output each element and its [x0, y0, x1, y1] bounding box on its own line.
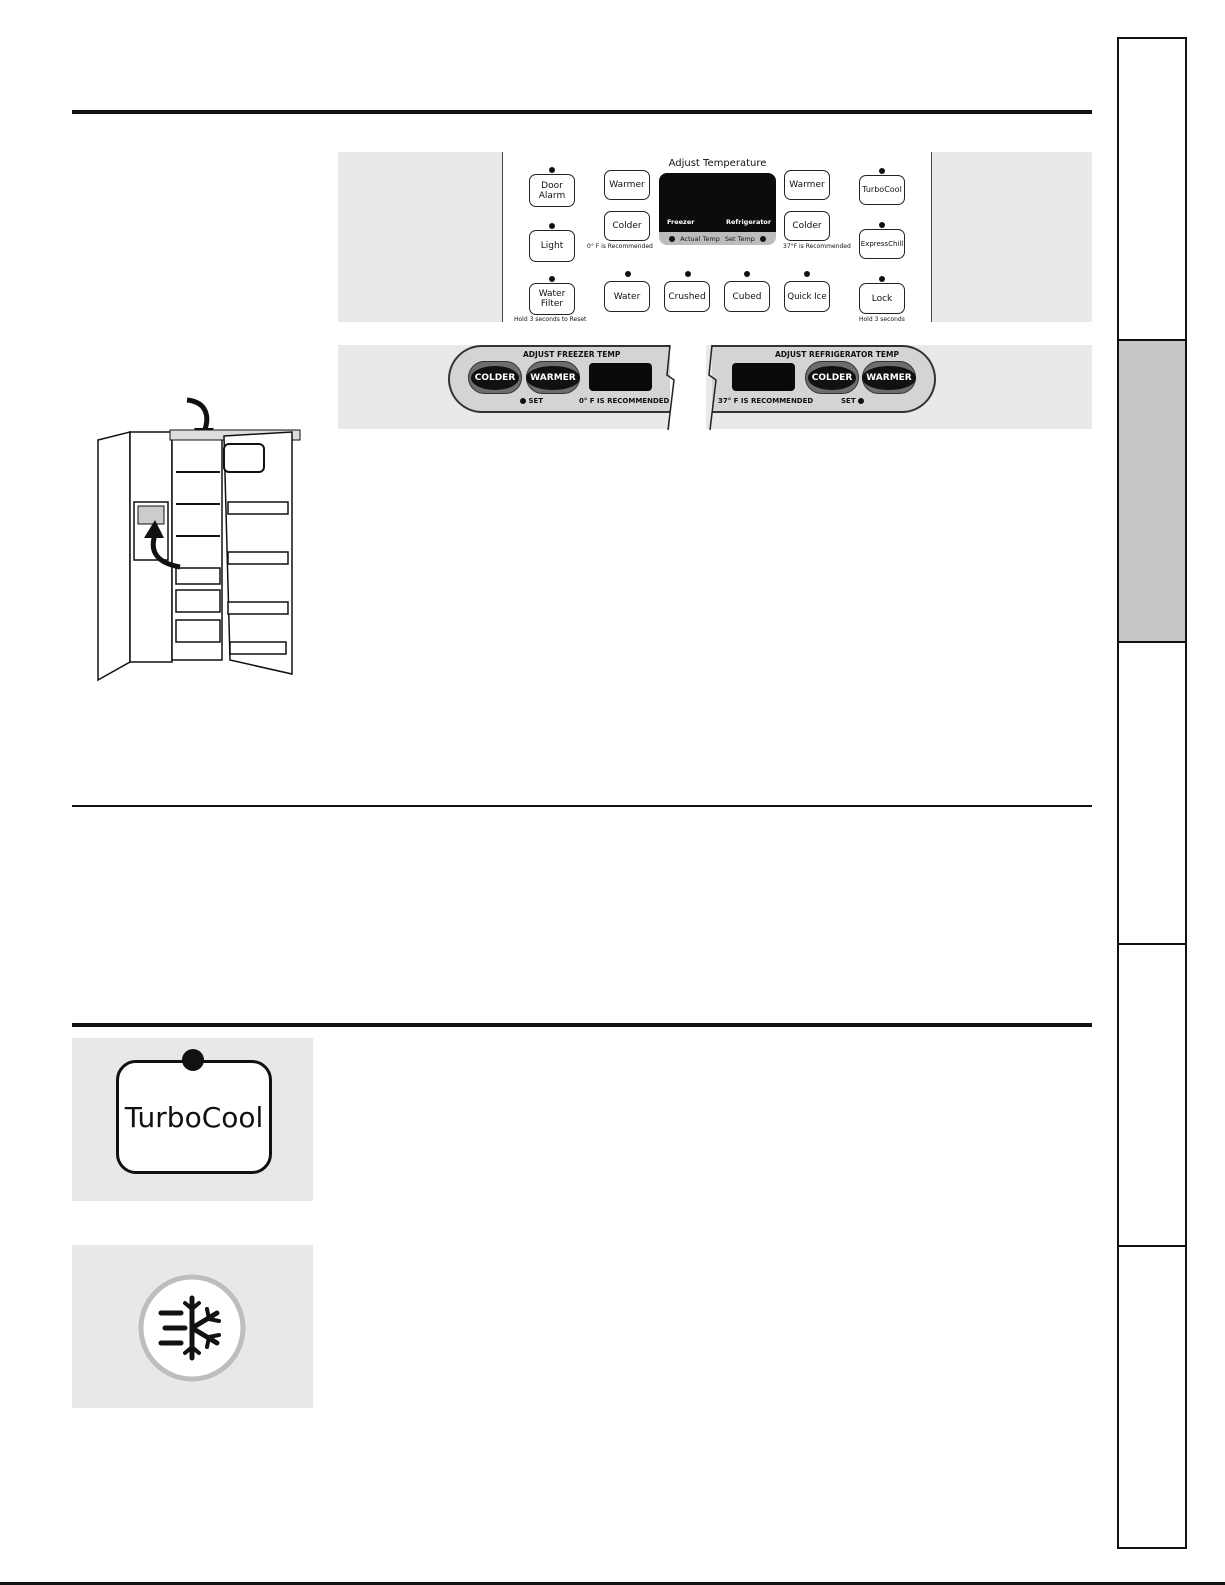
set-temp-label: Set Temp: [724, 234, 755, 243]
light-indicator: [549, 223, 555, 229]
fridge-colder-button[interactable]: Colder: [784, 211, 830, 241]
refrigerator-illustration: [97, 397, 301, 682]
expresschill-indicator: [879, 222, 885, 228]
light-button[interactable]: Light: [529, 230, 575, 262]
tab-section-5[interactable]: [1119, 1247, 1185, 1547]
display-freezer-label: Freezer: [667, 218, 695, 226]
expresschill-snowflake-icon: [138, 1274, 246, 1382]
freezer-control-title: ADJUST FREEZER TEMP: [523, 350, 621, 359]
section-rule-lower: [72, 1023, 1092, 1027]
freezer-colder-alt-label: COLDER: [470, 365, 520, 390]
section-tabs: [1117, 37, 1187, 1549]
freezer-warmer-alt-button[interactable]: WARMER: [526, 361, 580, 394]
cubed-indicator: [744, 271, 750, 277]
set-temp-dot: [759, 235, 766, 242]
expresschill-button[interactable]: ExpressChill: [859, 229, 905, 259]
page-bottom-rule: [0, 1582, 1225, 1585]
tab-section-1[interactable]: [1119, 39, 1185, 341]
freezer-set-text: SET: [528, 397, 544, 405]
display-refrigerator-label: Refrigerator: [726, 218, 772, 226]
fridge-alt-recommended: 37° F IS RECOMMENDED: [718, 397, 814, 405]
freezer-temp-display: [589, 363, 652, 391]
fridge-recommended-note: 37°F is Recommended: [783, 243, 851, 250]
lock-indicator: [879, 276, 885, 282]
section-rule-top: [72, 110, 1092, 114]
tab-section-4[interactable]: [1119, 945, 1185, 1247]
fridge-control-title: ADJUST REFRIGERATOR TEMP: [775, 350, 899, 359]
fridge-colder-alt-button[interactable]: COLDER: [805, 361, 859, 394]
display-legend: Actual Temp Set Temp: [659, 232, 776, 245]
turbocool-button[interactable]: TurboCool: [859, 175, 905, 205]
water-button[interactable]: Water: [604, 281, 650, 312]
turbocool-large-button: TurboCool: [116, 1060, 272, 1174]
fridge-set-text: SET: [841, 397, 856, 405]
fridge-set-label: SET: [841, 397, 865, 405]
lock-button[interactable]: Lock: [859, 283, 905, 314]
cubed-button[interactable]: Cubed: [724, 281, 770, 312]
freezer-colder-alt-button[interactable]: COLDER: [468, 361, 522, 394]
turbocool-large-indicator: [182, 1049, 204, 1071]
fridge-set-dot: [858, 398, 865, 404]
turbocool-illustration-card: TurboCool: [72, 1038, 313, 1201]
freezer-recommended-note: 0° F is Recommended: [587, 243, 653, 250]
fridge-warmer-button[interactable]: Warmer: [784, 170, 830, 200]
panel-break-marks: [666, 340, 717, 435]
freezer-colder-button[interactable]: Colder: [604, 211, 650, 241]
tab-section-2-active[interactable]: [1119, 341, 1185, 643]
water-filter-indicator: [549, 276, 555, 282]
quick-ice-button[interactable]: Quick Ice: [784, 281, 830, 312]
quick-ice-indicator: [804, 271, 810, 277]
freezer-set-dot: [520, 398, 526, 404]
fridge-warmer-alt-button[interactable]: WARMER: [862, 361, 916, 394]
lock-note: Hold 3 seconds: [859, 316, 905, 323]
turbocool-indicator: [879, 168, 885, 174]
freezer-warmer-button[interactable]: Warmer: [604, 170, 650, 200]
freezer-alt-recommended: 0° F IS RECOMMENDED: [579, 397, 670, 405]
door-alarm-indicator: [549, 167, 555, 173]
temperature-display: [659, 173, 776, 232]
water-indicator: [625, 271, 631, 277]
freezer-set-label: SET: [520, 397, 543, 405]
expresschill-illustration-card: [72, 1245, 313, 1408]
actual-temp-label: Actual Temp: [680, 234, 720, 243]
fridge-colder-alt-label: COLDER: [807, 365, 857, 390]
water-filter-button[interactable]: Water Filter: [529, 283, 575, 315]
crushed-indicator: [685, 271, 691, 277]
door-alarm-button[interactable]: Door Alarm: [529, 174, 575, 207]
tab-section-3[interactable]: [1119, 643, 1185, 945]
actual-temp-dot: [669, 235, 676, 242]
adjust-temperature-title: Adjust Temperature: [668, 158, 767, 169]
crushed-button[interactable]: Crushed: [664, 281, 710, 312]
freezer-warmer-alt-label: WARMER: [526, 365, 580, 390]
fridge-warmer-alt-label: WARMER: [862, 365, 916, 390]
water-filter-note: Hold 3 seconds to Reset: [514, 316, 587, 323]
fridge-temp-display: [732, 363, 795, 391]
section-rule-middle: [72, 805, 1092, 807]
